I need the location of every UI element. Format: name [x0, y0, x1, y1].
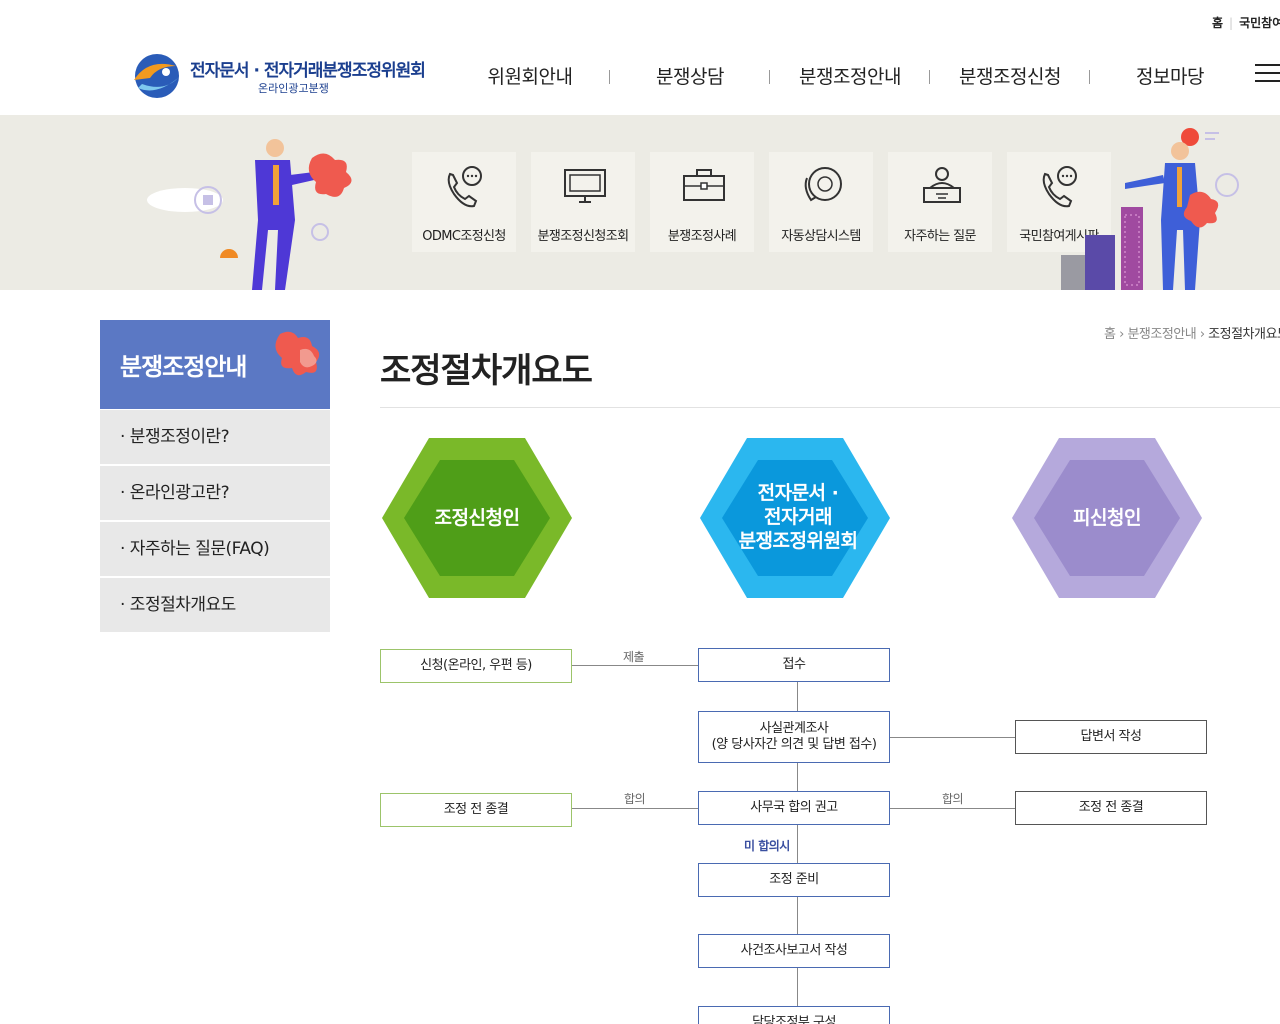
- committee-label-line: 전자문서 ·: [757, 482, 839, 504]
- side-nav-title: 분쟁조정안내: [120, 353, 247, 381]
- flow-pre-settle-left: 조정 전 종결: [380, 793, 572, 827]
- flow-prepare: 조정 준비: [698, 863, 890, 897]
- quick-label: 자동상담시스템: [781, 229, 861, 244]
- connector-line: [797, 897, 798, 934]
- connector-line: [572, 808, 698, 809]
- menu-icon[interactable]: [1255, 64, 1280, 84]
- applicant-label: 조정신청인: [434, 507, 520, 529]
- flow-submit-label: 제출: [623, 650, 645, 664]
- flow-fact-check: 사실관계조사 (양 당사자간 의견 및 답변 접수): [698, 711, 890, 763]
- committee-label-line: 전자거래: [764, 506, 832, 528]
- phone-chat-icon: [447, 166, 482, 208]
- committee-label-line: 분쟁조정위원회: [738, 530, 858, 552]
- respondent-hexagon: [1012, 438, 1202, 598]
- connector-line: [797, 682, 798, 712]
- committee-hexagon: [700, 438, 890, 598]
- side-nav-item-procedure[interactable]: · 조정절차개요도: [100, 578, 330, 632]
- connector-line: [797, 825, 798, 863]
- flow-answer: 답변서 작성: [1015, 720, 1207, 754]
- quick-label: 국민참여게시판: [1019, 229, 1099, 244]
- side-nav-item-faq[interactable]: · 자주하는 질문(FAQ): [100, 522, 330, 576]
- logo-mark-icon: [134, 54, 179, 98]
- quick-apply-lookup[interactable]: 분쟁조정신청조회: [531, 152, 635, 252]
- connector-line: [797, 968, 798, 1006]
- nav-item-info[interactable]: 정보마당: [1136, 66, 1204, 88]
- quick-label: 분쟁조정신청조회: [537, 229, 629, 244]
- nav-item-mediation-apply[interactable]: 분쟁조정신청: [930, 62, 1090, 92]
- monitor-icon: [564, 169, 606, 203]
- flow-apply: 신청(온라인, 우편 등): [380, 649, 572, 683]
- flow-panel: 담당조정부 구성: [698, 1006, 890, 1024]
- flow-no-agree-label: 미 합의시: [744, 839, 790, 853]
- utility-nav: 홈 | 국민참여: [1212, 14, 1280, 31]
- connector-line: [890, 737, 1016, 738]
- home-link[interactable]: 홈: [1212, 16, 1224, 30]
- phone-chat-icon: [1042, 166, 1077, 208]
- agent-desk-icon: [923, 167, 961, 203]
- flow-recommend: 사무국 합의 권고: [698, 791, 890, 825]
- quick-label: ODMC조정신청: [422, 229, 506, 244]
- divider: |: [1229, 16, 1234, 30]
- nav-item-committee[interactable]: 위원회안내: [450, 62, 610, 92]
- applicant-hexagon: [382, 438, 572, 598]
- quick-odmc-apply[interactable]: ODMC조정신청: [412, 152, 516, 252]
- connector-line: [797, 762, 798, 792]
- breadcrumb-home[interactable]: 홈: [1104, 327, 1116, 342]
- logo-title: 전자문서 · 전자거래분쟁조정위원회: [190, 61, 426, 81]
- main-nav: 위원회안내 분쟁상담 분쟁조정안내 분쟁조정신청 정보마당: [450, 62, 1250, 92]
- flow-pre-settle-right: 조정 전 종결: [1015, 791, 1207, 825]
- flow-report: 사건조사보고서 작성: [698, 934, 890, 968]
- flow-receipt: 접수: [698, 648, 890, 682]
- banner: ODMC조정신청 분쟁조정신청조회 분쟁조정사례 자동상담시스템 자주하는 질문…: [0, 115, 1280, 290]
- breadcrumb-current: 조정절차개요도: [1208, 327, 1280, 342]
- breadcrumb: 홈 › 분쟁조정안내 › 조정절차개요도: [1104, 323, 1280, 342]
- quick-label: 분쟁조정사례: [667, 229, 737, 244]
- participation-link[interactable]: 국민참여: [1239, 16, 1280, 30]
- quick-cases[interactable]: 분쟁조정사례: [650, 152, 754, 252]
- flow-fact-check-line: 사실관계조사: [759, 721, 829, 736]
- quick-label: 자주하는 질문: [904, 229, 976, 244]
- connector-line: [890, 808, 1016, 809]
- divider: [380, 407, 1280, 408]
- briefcase-icon: [683, 169, 725, 201]
- connector-line: [572, 665, 698, 666]
- logo-subtitle: 온라인광고분쟁: [258, 82, 329, 95]
- puzzle-icon: [275, 331, 320, 376]
- side-nav-item-online-ad[interactable]: · 온라인광고란?: [100, 466, 330, 520]
- flow-agree-right-label: 합의: [942, 792, 964, 806]
- quick-auto-consult[interactable]: 자동상담시스템: [769, 152, 873, 252]
- nav-item-mediation-guide[interactable]: 분쟁조정안내: [770, 62, 930, 92]
- respondent-label: 피신청인: [1073, 507, 1141, 529]
- side-nav-item-what-is-mediation[interactable]: · 분쟁조정이란?: [100, 410, 330, 464]
- flow-agree-left-label: 합의: [624, 792, 646, 806]
- businessman-illustration-left-icon: [147, 139, 352, 290]
- flow-fact-check-line: (양 당사자간 의견 및 답변 접수): [711, 737, 877, 752]
- nav-item-consulting[interactable]: 분쟁상담: [610, 62, 770, 92]
- page-title: 조정절차개요도: [380, 351, 593, 391]
- site-logo[interactable]: 전자문서 · 전자거래분쟁조정위원회 온라인광고분쟁: [128, 52, 426, 102]
- businessman-illustration-right-icon: [1061, 128, 1239, 290]
- auto-chat-icon: [804, 167, 842, 202]
- quick-faq[interactable]: 자주하는 질문: [888, 152, 992, 252]
- breadcrumb-section[interactable]: 분쟁조정안내: [1127, 327, 1197, 342]
- side-nav-header: 분쟁조정안내: [100, 320, 330, 409]
- committee-label: 전자문서 · 전자거래 분쟁조정위원회: [700, 481, 896, 553]
